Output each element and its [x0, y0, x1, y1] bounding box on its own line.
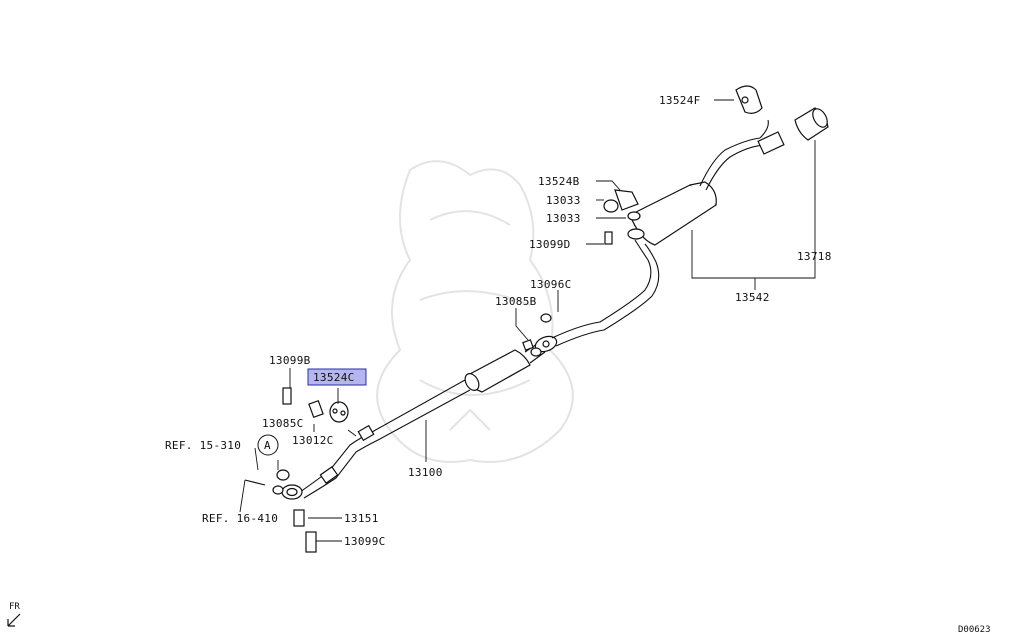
label-13033-b[interactable]: 13033	[546, 212, 581, 225]
label-ref-a[interactable]: A	[264, 439, 271, 452]
ref-a-circle	[257, 434, 279, 456]
diagram-id: D00623	[958, 625, 991, 635]
callout-labels: 13524F 13524B 13033 13033 13099D 13718 1…	[165, 94, 832, 548]
label-13099D[interactable]: 13099D	[529, 238, 571, 251]
label-13099B[interactable]: 13099B	[269, 354, 311, 367]
rear-pipe	[551, 239, 660, 347]
main-muffler-13542	[627, 119, 785, 246]
hanger-13524B-group	[522, 189, 641, 351]
label-13524F[interactable]: 13524F	[659, 94, 701, 107]
watermark-emblem	[376, 160, 574, 463]
hanger-13524F	[735, 85, 763, 114]
label-13096C[interactable]: 13096C	[530, 278, 572, 291]
fr-label: FR	[9, 602, 20, 612]
label-13033-a[interactable]: 13033	[546, 194, 581, 207]
label-13100[interactable]: 13100	[408, 466, 443, 479]
highlight-box	[307, 368, 367, 386]
label-13542[interactable]: 13542	[735, 291, 770, 304]
label-ref-15-310[interactable]: REF. 15-310	[165, 439, 241, 452]
front-fasteners	[244, 387, 349, 553]
label-13524B[interactable]: 13524B	[538, 175, 580, 188]
label-13085B[interactable]: 13085B	[495, 295, 537, 308]
label-13099C[interactable]: 13099C	[344, 535, 386, 548]
label-13085C[interactable]: 13085C	[262, 417, 304, 430]
label-13524C[interactable]: 13524C	[313, 371, 355, 384]
label-13718[interactable]: 13718	[797, 250, 832, 263]
label-ref-16-410[interactable]: REF. 16-410	[202, 512, 278, 525]
tail-pipe-13718	[794, 107, 829, 141]
fr-arrow-icon	[7, 613, 21, 627]
front-direction-indicator: FR	[7, 602, 21, 627]
label-13151[interactable]: 13151	[344, 512, 379, 525]
label-13012C[interactable]: 13012C	[292, 434, 334, 447]
leader-lines	[239, 99, 816, 542]
exhaust-pipe-13100	[272, 335, 558, 500]
